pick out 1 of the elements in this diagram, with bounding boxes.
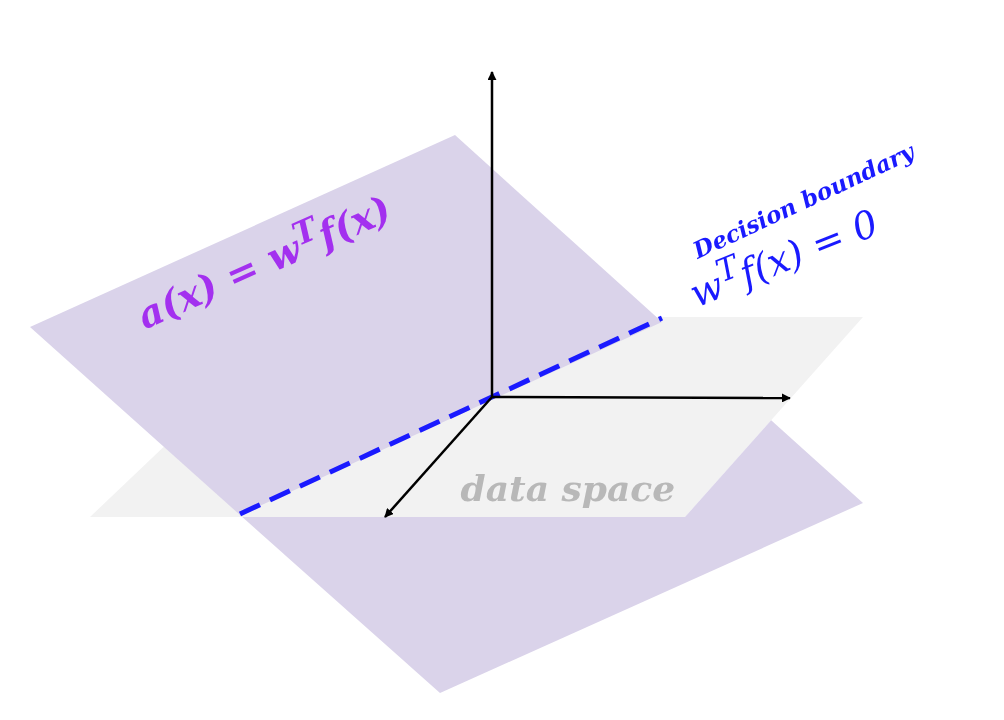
plane-label: data space: [460, 467, 676, 509]
